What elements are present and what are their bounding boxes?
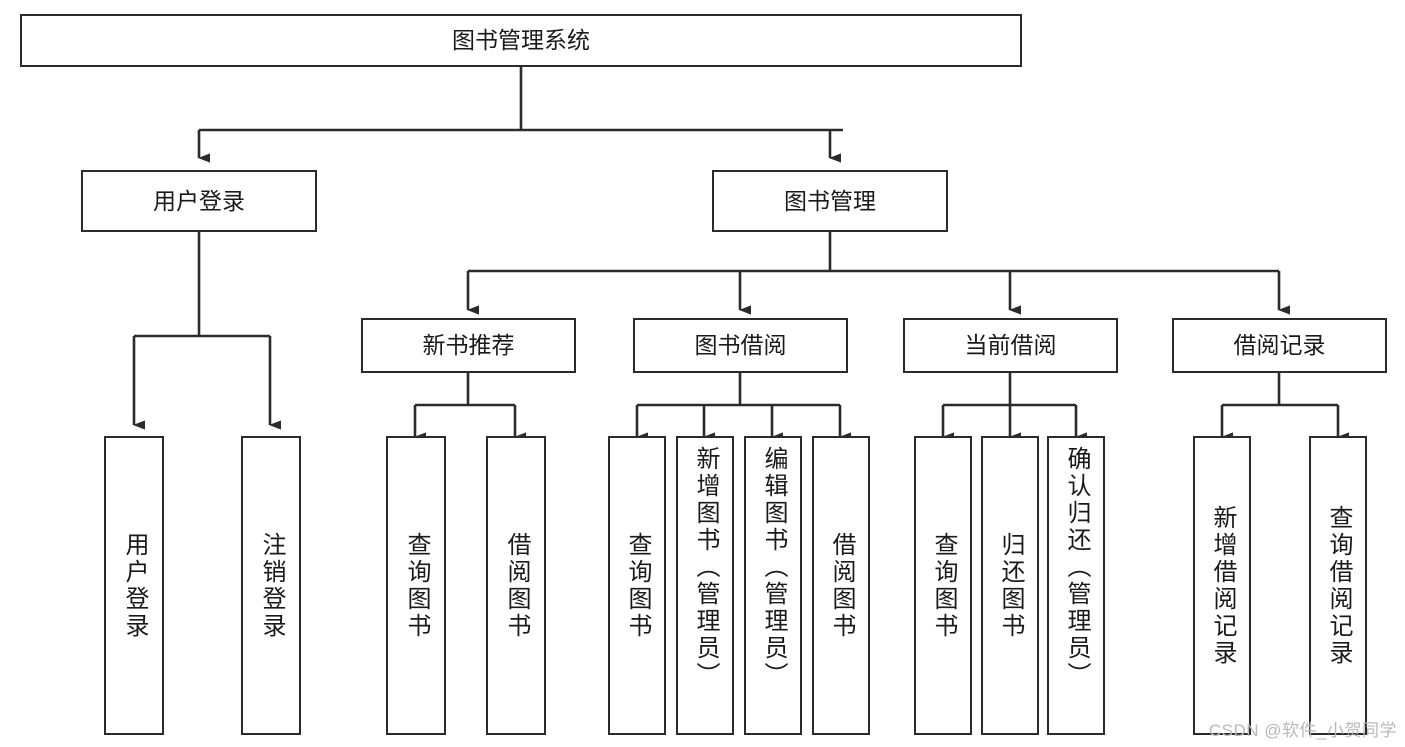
node-label: 注销登录 (258, 531, 285, 640)
leaf-borrow-borrow-book[interactable]: 借阅图书 (812, 436, 870, 735)
leaf-user-login-login[interactable]: 用户登录 (104, 436, 164, 735)
node-label: 归还图书 (997, 531, 1024, 640)
node-label: 查询图书 (624, 531, 651, 640)
node-label: 借阅图书 (503, 531, 530, 640)
leaf-current-confirm-return-admin[interactable]: 确认归还（管理员） (1047, 436, 1105, 735)
leaf-user-login-logout[interactable]: 注销登录 (241, 436, 301, 735)
node-current-borrow[interactable]: 当前借阅 (903, 318, 1118, 373)
node-label: 图书管理 (784, 187, 876, 214)
node-root-system[interactable]: 图书管理系统 (20, 14, 1022, 67)
leaf-newbook-borrow-book[interactable]: 借阅图书 (486, 436, 546, 735)
leaf-borrow-edit-book-admin[interactable]: 编辑图书（管理员） (744, 436, 802, 735)
node-label: 查询图书 (930, 531, 957, 640)
node-label: 借阅图书 (828, 531, 855, 640)
node-borrow-records[interactable]: 借阅记录 (1172, 318, 1387, 373)
node-label: 查询借阅记录 (1325, 504, 1352, 667)
node-label: 新增借阅记录 (1209, 504, 1236, 667)
node-label: 图书管理系统 (452, 27, 590, 54)
node-label: 借阅记录 (1233, 332, 1326, 359)
leaf-records-add-record[interactable]: 新增借阅记录 (1193, 436, 1251, 735)
node-label: 查询图书 (403, 531, 430, 640)
leaf-newbook-query-book[interactable]: 查询图书 (386, 436, 446, 735)
node-label: 新增图书（管理员） (692, 446, 719, 689)
leaf-current-return-book[interactable]: 归还图书 (981, 436, 1039, 735)
leaf-current-query-book[interactable]: 查询图书 (914, 436, 972, 735)
leaf-borrow-add-book-admin[interactable]: 新增图书（管理员） (676, 436, 734, 735)
node-label: 图书借阅 (694, 332, 787, 359)
watermark-text: CSDN @软件_小贺同学 (1208, 721, 1397, 740)
node-label: 编辑图书（管理员） (760, 446, 787, 689)
node-new-book-recommend[interactable]: 新书推荐 (361, 318, 576, 373)
node-book-borrow[interactable]: 图书借阅 (633, 318, 848, 373)
node-user-login[interactable]: 用户登录 (81, 170, 317, 232)
node-label: 用户登录 (153, 187, 245, 214)
leaf-borrow-query-book[interactable]: 查询图书 (608, 436, 666, 735)
node-label: 新书推荐 (422, 332, 515, 359)
node-label: 当前借阅 (964, 332, 1057, 359)
leaf-records-query-record[interactable]: 查询借阅记录 (1309, 436, 1367, 735)
node-label: 确认归还（管理员） (1063, 446, 1090, 689)
node-book-management[interactable]: 图书管理 (712, 170, 948, 232)
node-label: 用户登录 (121, 531, 148, 640)
